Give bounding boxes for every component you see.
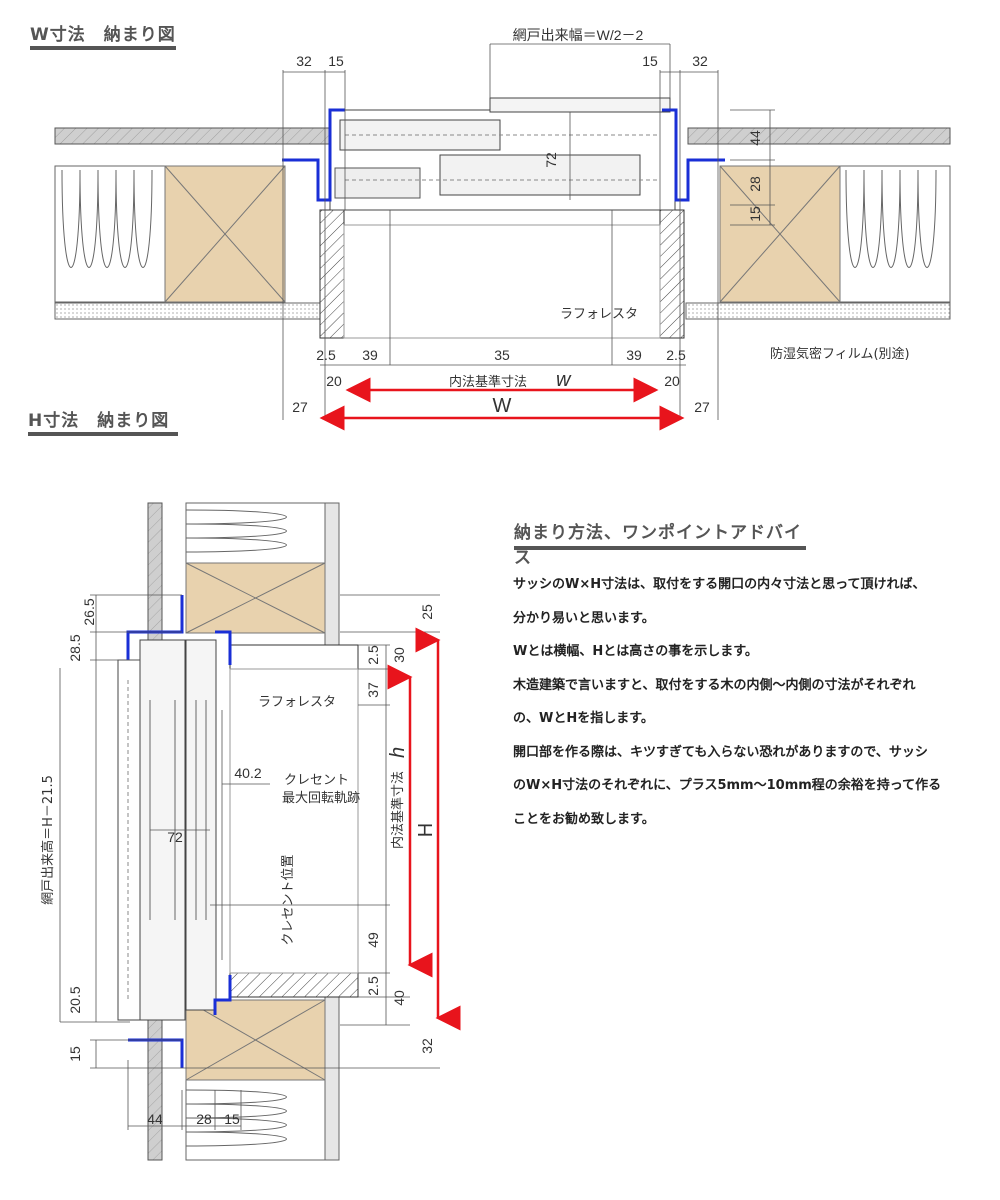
w-dim-39-right: 39 xyxy=(626,347,642,363)
advice-heading-text: 納まり方法、ワンポイントアドバイス xyxy=(514,523,802,568)
w-dim-28: 28 xyxy=(747,176,763,192)
crescent-label-1: クレセント xyxy=(284,773,349,788)
w-big-label: W xyxy=(493,395,512,417)
h-dim-26-5: 26.5 xyxy=(81,598,97,625)
w-section-heading: W寸法 納まり図 xyxy=(30,20,176,50)
w-heading-underline xyxy=(30,46,176,50)
advice-line: Wとは横幅、Hとは高さの事を示します。 xyxy=(513,644,758,659)
vapor-film-label: 防湿気密フィルム(別途) xyxy=(770,346,910,362)
w-dim-15-right: 15 xyxy=(642,53,658,69)
advice-line: の、WとHを指します。 xyxy=(513,711,654,726)
h-dim-2-5-top: 2.5 xyxy=(365,645,381,665)
advice-heading: 納まり方法、ワンポイントアドバイス xyxy=(514,518,806,568)
h-section-diagram: 26.5 28.5 25 2.5 30 37 ラフォレスタ 40.2 クレセント… xyxy=(40,502,461,1161)
h-dim-20-5: 20.5 xyxy=(67,986,83,1013)
w-rafo-label: ラフォレスタ xyxy=(560,307,638,322)
w-inner-label: 内法基準寸法 xyxy=(449,374,527,390)
h-dim-28-5: 28.5 xyxy=(67,634,83,661)
rafo-strip-left-hatch xyxy=(320,210,344,338)
advice-line: のW×H寸法のそれぞれに、プラス5mm～10mm程の余裕を持って作る xyxy=(513,778,942,793)
w-dim-27-left: 27 xyxy=(292,399,308,415)
w-dim-20-left: 20 xyxy=(326,373,342,389)
w-dim-15-vert: 15 xyxy=(747,206,763,222)
h-dim-72: 72 xyxy=(167,829,183,845)
insulation-left xyxy=(54,165,166,303)
h-rafo-top xyxy=(229,644,359,670)
h-big-label: H xyxy=(415,823,437,837)
h-dim-37: 37 xyxy=(365,682,381,698)
h-inner-label: 内法基準寸法 xyxy=(390,771,406,849)
w-dimension-lines xyxy=(282,43,775,420)
interior-board-right xyxy=(685,302,951,320)
h-opening-area xyxy=(229,668,359,974)
insulation-right xyxy=(839,165,951,303)
w-inner-var: w xyxy=(556,369,572,391)
h-dim-30: 30 xyxy=(391,647,407,663)
w-dim-27-right: 27 xyxy=(694,399,710,415)
h-dim-49: 49 xyxy=(365,932,381,948)
opening-area xyxy=(343,224,661,339)
h-dim-25: 25 xyxy=(419,604,435,620)
h-dim-15-bottom: 15 xyxy=(224,1111,240,1127)
w-dim-15-left: 15 xyxy=(328,53,344,69)
w-dim-2-5-right: 2.5 xyxy=(666,347,686,363)
blue-frame-right xyxy=(662,108,725,202)
h-section-heading-text: H寸法 納まり図 xyxy=(28,411,170,431)
advice-line: 分かり易いと思います。 xyxy=(513,610,655,626)
sash-frame-w xyxy=(329,97,676,211)
advice-text: サッシのW×H寸法は、取付をする開口の内々寸法と思って頂ければ、 分かり易いと思… xyxy=(513,568,968,836)
crescent-label-2: 最大回転軌跡 xyxy=(282,790,360,806)
w-dim-44: 44 xyxy=(747,130,763,146)
advice-line: 開口部を作る際は、キツすぎても入らない恐れがありますので、サッシ xyxy=(513,744,928,760)
h-dim-40-2: 40.2 xyxy=(234,765,261,781)
h-dim-32: 32 xyxy=(419,1038,435,1054)
h-section-heading: H寸法 納まり図 xyxy=(28,406,178,436)
h-dim-2-5-bottom: 2.5 xyxy=(365,976,381,996)
h-wood-sill xyxy=(185,999,326,1081)
h-rafo-bottom-hatch xyxy=(230,973,358,997)
w-dim-32-left: 32 xyxy=(296,53,312,69)
h-heading-underline xyxy=(28,432,178,436)
w-dim-20-right: 20 xyxy=(664,373,680,389)
wood-post-right xyxy=(719,165,841,303)
h-insulation-bottom xyxy=(185,1079,326,1161)
blue-frame-left xyxy=(282,108,345,202)
h-dim-40: 40 xyxy=(391,990,407,1006)
h-dim-44: 44 xyxy=(147,1111,163,1127)
w-dim-72: 72 xyxy=(543,152,559,168)
advice-heading-underline xyxy=(514,546,806,550)
crescent-position-label: クレセント位置 xyxy=(281,854,296,945)
rafo-strip-right-hatch xyxy=(660,210,684,338)
advice-line: サッシのW×H寸法は、取付をする開口の内々寸法と思って頂ければ、 xyxy=(513,577,926,592)
screen-height-label: 網戸出来高＝H－21.5 xyxy=(40,775,56,905)
w-section-heading-text: W寸法 納まり図 xyxy=(30,25,176,45)
h-dim-28: 28 xyxy=(196,1111,212,1127)
wood-post-left xyxy=(164,165,286,303)
w-dim-35: 35 xyxy=(494,347,510,363)
h-dimension-lines xyxy=(59,594,440,1130)
w-dim-39-left: 39 xyxy=(362,347,378,363)
w-section-diagram: 網戸出来幅＝W/2－2 32 15 15 32 72 44 28 15 ラフォレ… xyxy=(54,27,951,431)
advice-line: 木造建築で言いますと、取付をする木の内側～内側の寸法がそれぞれ xyxy=(513,677,916,693)
h-inner-var: h xyxy=(387,747,409,758)
exterior-board-left-hatch xyxy=(55,128,330,144)
exterior-board-right-hatch xyxy=(688,128,950,144)
h-insulation-top xyxy=(185,502,326,564)
w-dim-2-5-left: 2.5 xyxy=(316,347,336,363)
h-rafo-label: ラフォレスタ xyxy=(258,695,336,710)
advice-line: ことをお勧め致します。 xyxy=(513,811,655,827)
h-wood-header xyxy=(185,562,326,634)
h-dim-15: 15 xyxy=(67,1046,83,1062)
w-dim-32-right: 32 xyxy=(692,53,708,69)
screen-width-label: 網戸出来幅＝W/2－2 xyxy=(513,27,644,43)
